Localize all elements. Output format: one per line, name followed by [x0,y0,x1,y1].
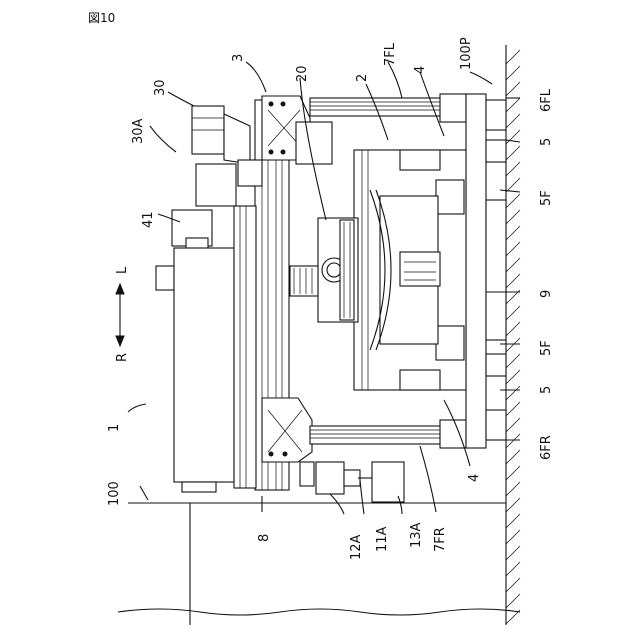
direction-arrow [116,284,124,346]
hatch-line [506,386,520,400]
hatch-line [506,466,520,480]
hatch-line [506,258,520,272]
label-13A: 13A [409,522,424,548]
rail-7FL [310,94,466,122]
hatch-line [506,210,520,224]
hatch-line [506,338,520,352]
hatch-line [506,194,520,208]
hatch-line [506,66,520,80]
label-1: 1 [107,424,122,432]
hatch-line [506,50,520,64]
hatch-line [506,274,520,288]
hatch-line [506,162,520,176]
label-6FR: 6FR [539,435,554,460]
label-5F-top: 5F [539,190,554,206]
hatch-line [506,322,520,336]
base-100 [118,503,520,625]
rail-7FR [310,420,466,448]
label-100: 100 [107,481,122,506]
hatch-line [506,82,520,96]
actuator-body [156,206,256,492]
label-6FL: 6FL [539,88,554,112]
label-20: 20 [295,65,310,82]
hatch-line [506,114,520,128]
wall-100P [506,45,520,625]
hatch-line [506,482,520,496]
label-3: 3 [231,54,246,62]
label-5F-bottom: 5F [539,340,554,356]
hatch-line [506,498,520,512]
label-100P: 100P [459,37,474,70]
hatch-line [506,514,520,528]
hatch-line [506,402,520,416]
hatch-line [506,242,520,256]
unit-2 [354,150,466,390]
label-30A: 30A [131,118,146,144]
label-7FL: 7FL [383,42,398,66]
label-9: 9 [539,290,554,298]
hatch-line [506,530,520,544]
hatch-line [506,370,520,384]
hatch-line [506,178,520,192]
label-12A: 12A [349,534,364,560]
label-5-bottom: 5 [539,386,554,394]
label-4-top: 4 [413,66,428,74]
hatch-line [506,146,520,160]
hatch-line [506,226,520,240]
lower-components [300,462,404,502]
hatch-line [506,594,520,608]
hatch-line [506,546,520,560]
label-11A: 11A [375,526,390,552]
hatch-line [506,306,520,320]
label-direction-R: R [115,353,130,362]
wall-hatching [506,50,520,624]
label-2: 2 [355,74,370,82]
hatch-line [506,434,520,448]
label-direction-L: L [115,266,130,274]
plate-6 [466,94,506,448]
label-8: 8 [257,534,272,542]
hatch-line [506,450,520,464]
label-4-bottom: 4 [467,474,482,482]
motor-30 [192,106,262,206]
bracket-lower [262,398,312,462]
hatch-line [506,562,520,576]
hatch-line [506,578,520,592]
hatch-line [506,354,520,368]
label-30: 30 [153,79,168,96]
label-7FR: 7FR [433,527,448,552]
hatch-line [506,98,520,112]
hatch-line [506,418,520,432]
gear-unit-20 [290,218,358,322]
label-41: 41 [141,211,156,228]
figure-label: 図10 [88,11,115,25]
label-5-top: 5 [539,138,554,146]
